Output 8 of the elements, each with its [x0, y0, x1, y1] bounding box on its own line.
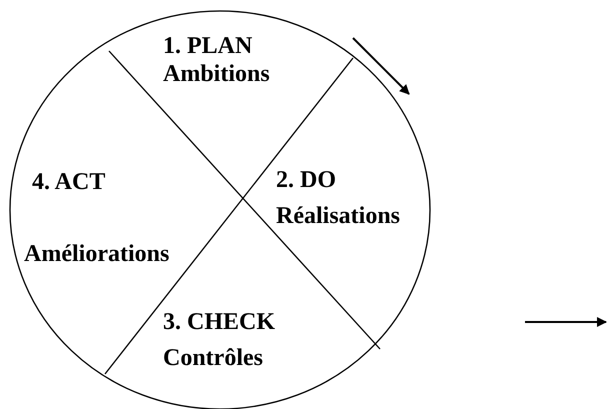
phase-description: Améliorations [24, 240, 170, 268]
phase-description: Réalisations [276, 202, 400, 230]
phase-description: Ambitions [163, 60, 270, 88]
phase-title: 1. PLAN [163, 32, 254, 60]
phase-description: Contrôles [163, 344, 264, 372]
phase-title: 4. ACT [32, 168, 106, 196]
phase-title: 3. CHECK [163, 308, 276, 336]
phase-title: 2. DO [276, 166, 337, 194]
